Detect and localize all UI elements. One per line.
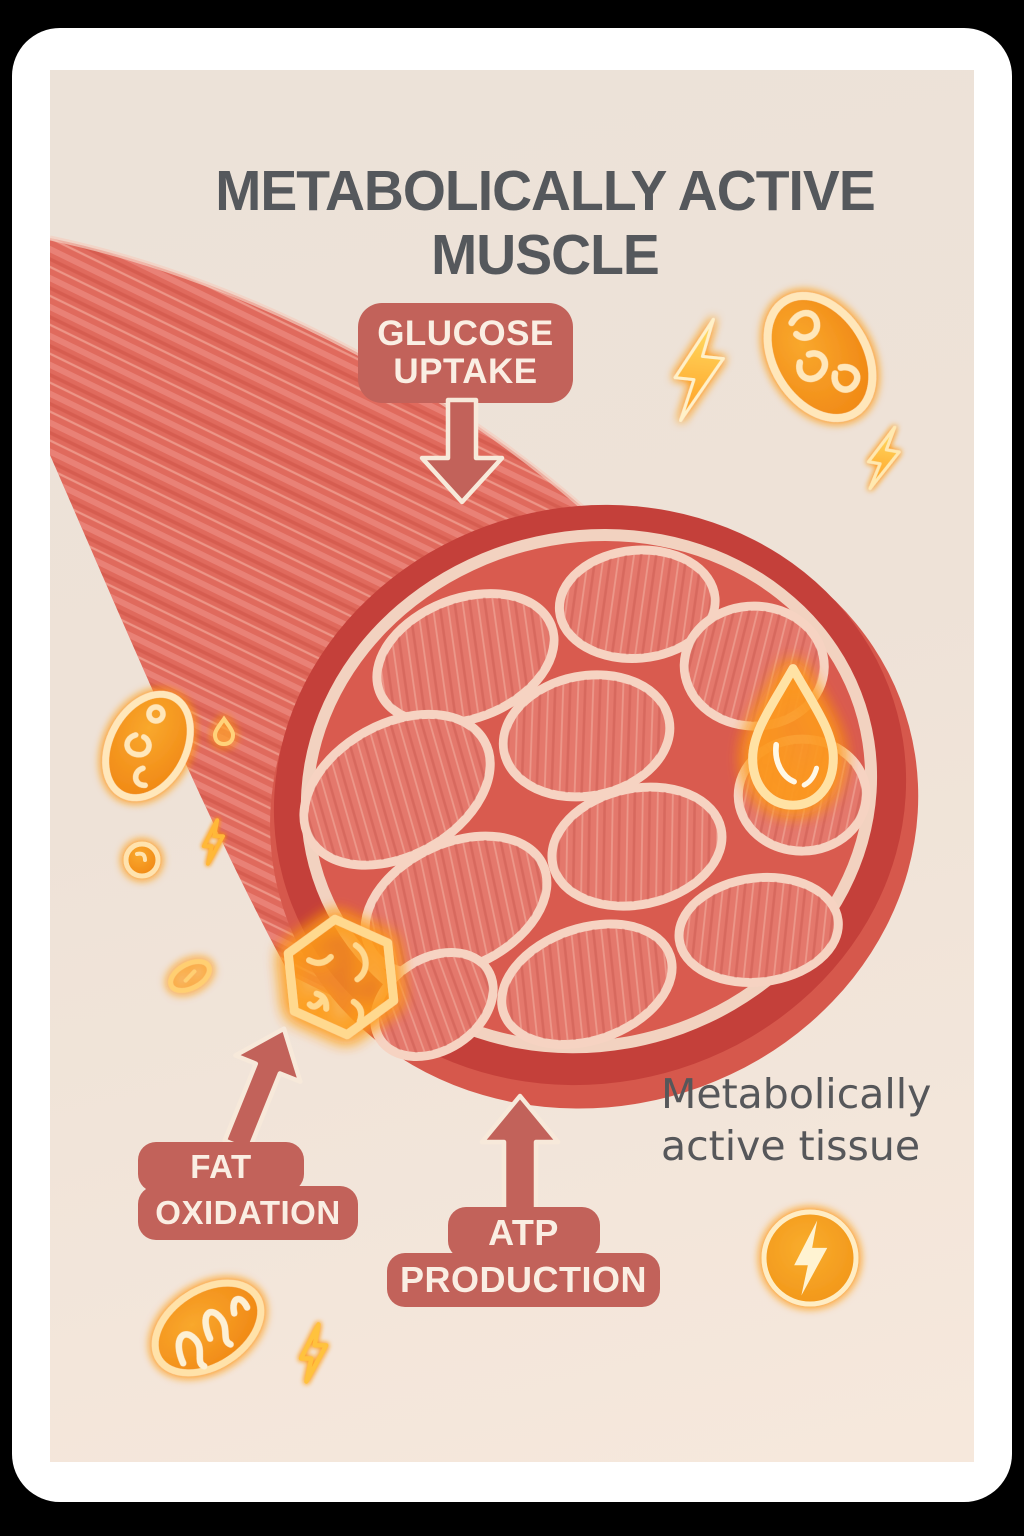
mitochondria-icon — [102, 690, 194, 802]
glucose-uptake-line1: GLUCOSE — [377, 313, 554, 353]
atp-production-line1: ATP — [447, 1207, 600, 1259]
fat-oxidation-line2: OXIDATION — [138, 1186, 358, 1240]
mitochondria-icon — [763, 291, 877, 423]
muscle-cross-section — [270, 504, 919, 1109]
page-title-line1: METABOLICALLY ACTIVE — [215, 159, 875, 224]
muscle-illustration — [50, 235, 919, 1462]
glucose-uptake-label: GLUCOSE UPTAKE — [358, 303, 573, 403]
fascicle-bundles — [299, 545, 871, 1062]
energy-badge-icon — [761, 1209, 859, 1307]
small-droplet-dot-icon — [123, 841, 161, 879]
fat-droplet-icon — [748, 664, 838, 810]
glucose-hexagon-icon — [283, 914, 399, 1040]
small-droplet-dot-icon — [168, 959, 212, 993]
lightning-bolt-icon — [301, 1324, 326, 1381]
atp-production-label: ATP PRODUCTION — [387, 1207, 660, 1307]
caption: Metabolically active tissue — [661, 1068, 974, 1173]
fat-oxidation-line1: FAT — [138, 1142, 304, 1192]
glucose-arrow-down-icon — [419, 397, 505, 505]
caption-line1: Metabolically — [661, 1070, 932, 1118]
atp-production-arrow-up-icon — [479, 1093, 561, 1213]
page-title: METABOLICALLY ACTIVE MUSCLE — [97, 159, 974, 288]
mitochondria-icon — [151, 1279, 265, 1377]
fat-oxidation-label: FAT OXIDATION — [138, 1142, 358, 1240]
glucose-uptake-line2: UPTAKE — [393, 352, 538, 391]
caption-line2: active tissue — [661, 1122, 921, 1171]
page-title-line2: MUSCLE — [431, 223, 660, 288]
lightning-bolt-icon — [669, 314, 729, 426]
panel: METABOLICALLY ACTIVE MUSCLE GLUCOSE UPTA… — [50, 70, 974, 1462]
atp-production-line2: PRODUCTION — [387, 1253, 660, 1307]
fat-oxidation-arrow-up-icon — [222, 1026, 303, 1153]
lightning-bolt-icon — [862, 422, 905, 494]
small-droplet-dot-icon — [212, 715, 236, 747]
card: METABOLICALLY ACTIVE MUSCLE GLUCOSE UPTA… — [12, 28, 1012, 1502]
